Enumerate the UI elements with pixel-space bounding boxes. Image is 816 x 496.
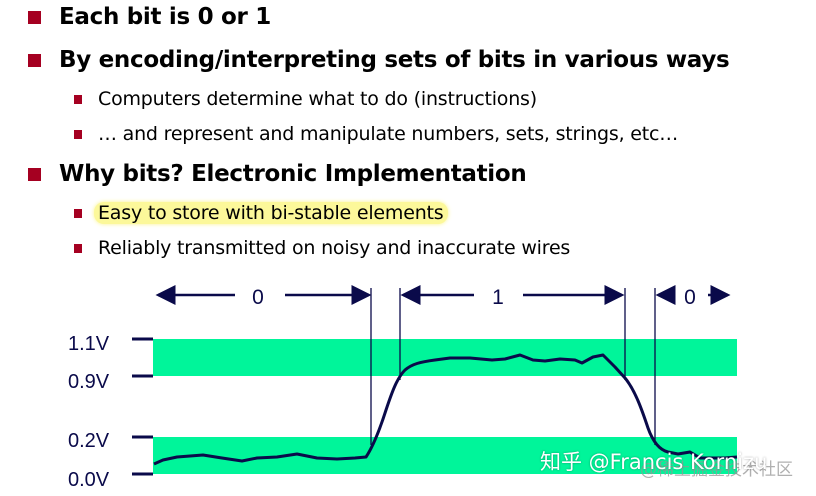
subbullet-bistable: Easy to store with bi-stable elements (74, 202, 448, 224)
divider-lines (370, 288, 656, 445)
bullet-why-bits: Why bits? Electronic Implementation (28, 161, 527, 187)
watermark-primary: 知乎 @Francis Kornizu (540, 450, 768, 474)
bit-label-1: 1 (492, 286, 504, 309)
bullet-text: By encoding/interpreting sets of bits in… (59, 47, 730, 73)
square-bullet-icon (28, 10, 41, 24)
watermark-secondary: @稀土掘金技术社区 (640, 460, 793, 480)
label-1-1v: 1.1V (68, 333, 110, 355)
voltage-ticks (132, 337, 153, 476)
bullet-each-bit: Each bit is 0 or 1 (28, 4, 271, 30)
highlighted-text: Easy to store with bi-stable elements (94, 202, 448, 224)
square-bullet-icon (28, 53, 41, 67)
bit-label-0: 0 (252, 286, 264, 309)
subbullet-instructions: Computers determine what to do (instruct… (74, 88, 537, 110)
square-bullet-icon (74, 94, 82, 104)
bit-label-0b: 0 (684, 286, 696, 309)
square-bullet-icon (74, 129, 82, 139)
subbullet-represent: … and represent and manipulate numbers, … (74, 123, 678, 145)
subbullet-reliably: Reliably transmitted on noisy and inaccu… (74, 237, 570, 259)
bullet-text: Computers determine what to do (instruct… (98, 88, 537, 110)
square-bullet-icon (74, 208, 82, 218)
low-band (153, 437, 737, 474)
bullet-text: Each bit is 0 or 1 (59, 4, 271, 30)
square-bullet-icon (74, 243, 82, 253)
voltage-waveform (153, 353, 738, 466)
bullet-text: Why bits? Electronic Implementation (59, 161, 527, 187)
label-0-9v: 0.9V (68, 371, 110, 393)
label-0-2v: 0.2V (68, 430, 110, 452)
bullet-encoding: By encoding/interpreting sets of bits in… (28, 47, 730, 73)
bullet-text: Reliably transmitted on noisy and inaccu… (98, 237, 571, 259)
label-0-0v: 0.0V (68, 469, 110, 491)
square-bullet-icon (28, 167, 41, 181)
bullet-text: … and represent and manipulate numbers, … (98, 123, 679, 145)
